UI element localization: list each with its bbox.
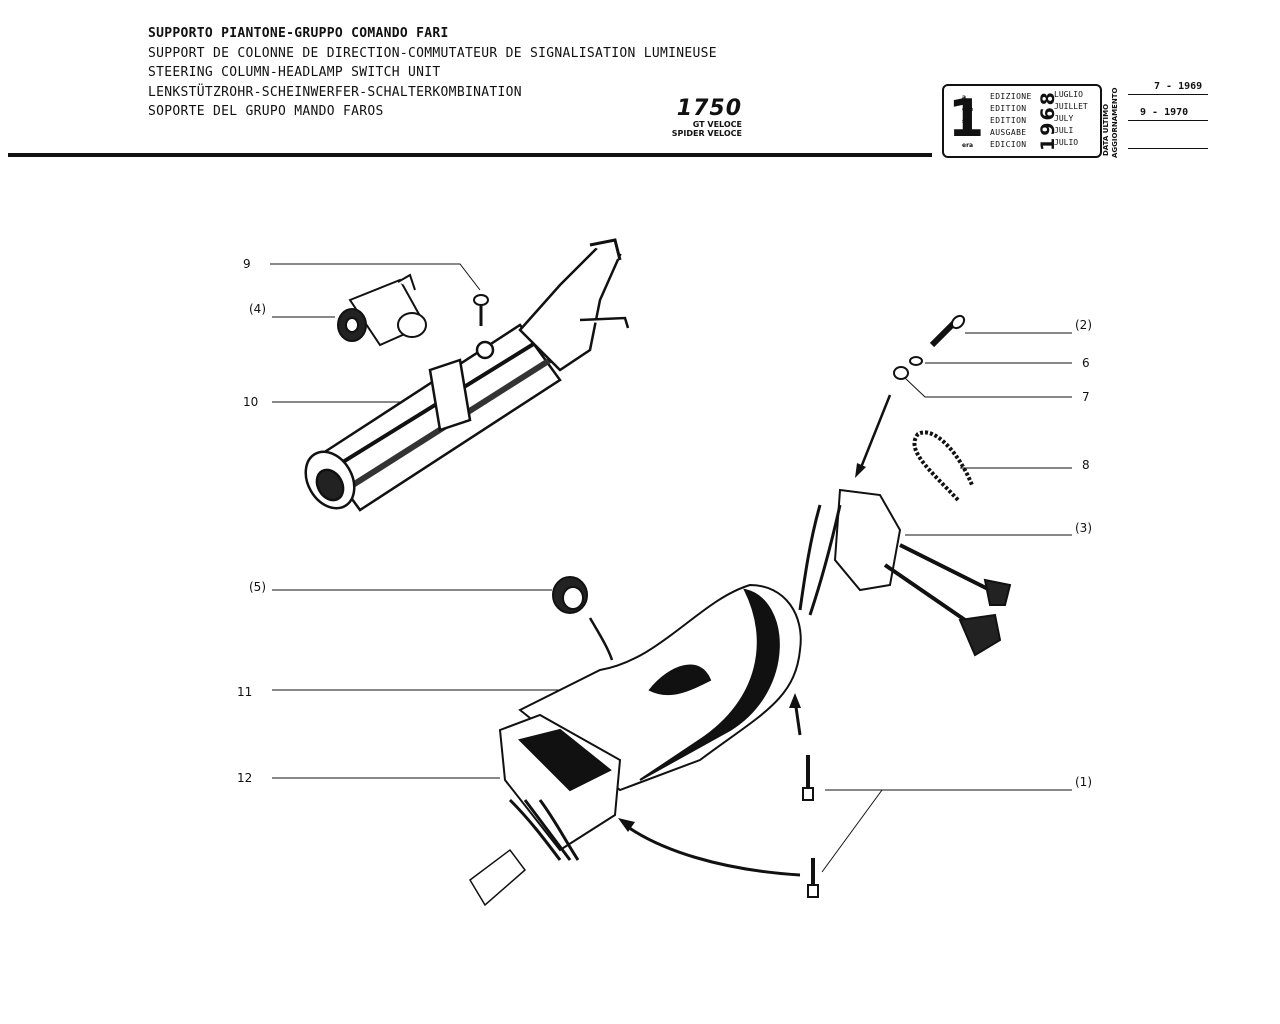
edition-superscript: a bbox=[962, 94, 967, 101]
edition-superscript: st bbox=[962, 118, 969, 125]
steering-column-support-part-10 bbox=[304, 238, 630, 512]
headlamp-switch-part-3 bbox=[798, 488, 1012, 657]
model-number: 1750 bbox=[676, 96, 742, 121]
callout-3: (3) bbox=[1075, 521, 1092, 535]
ignition-lock-part-4 bbox=[337, 273, 427, 347]
edition-label: EDIZIONE bbox=[990, 92, 1032, 101]
header-rule bbox=[8, 153, 932, 157]
update-date-2: 9 - 1970 bbox=[1140, 107, 1189, 118]
edition-superscript: . bbox=[962, 130, 965, 137]
bolt-part-2 bbox=[929, 314, 966, 348]
title-french: SUPPORT DE COLONNE DE DIRECTION-COMMUTAT… bbox=[148, 45, 717, 61]
callout-6: 6 bbox=[1082, 356, 1090, 370]
upper-cover-part-11 bbox=[518, 583, 802, 792]
callout-11: 11 bbox=[237, 685, 253, 699]
edition-superscript: era bbox=[962, 142, 974, 149]
washer-part-6 bbox=[909, 356, 923, 366]
callout-8: 8 bbox=[1082, 458, 1090, 472]
model-badge: 1750 GT VELOCE SPIDER VELOCE bbox=[660, 96, 742, 139]
title-block: SUPPORTO PIANTONE-GRUPPO COMANDO FARI SU… bbox=[148, 24, 717, 122]
edition-month: JULI bbox=[1054, 126, 1074, 135]
model-line-2: SPIDER VELOCE bbox=[671, 129, 742, 138]
title-spanish: SOPORTE DEL GRUPO MANDO FAROS bbox=[148, 104, 384, 119]
update-line bbox=[1128, 94, 1208, 95]
arrow-head bbox=[855, 463, 866, 478]
lower-cover-part-12 bbox=[498, 713, 622, 861]
bolt-part-9 bbox=[473, 294, 489, 326]
callout-12: 12 bbox=[237, 771, 253, 785]
callout-10: 10 bbox=[243, 395, 259, 409]
assembly-arrow bbox=[588, 617, 614, 661]
title-german: LENKSTÜTZROHR-SCHEINWERFER-SCHALTERKOMBI… bbox=[148, 84, 522, 100]
arrow-head bbox=[618, 818, 635, 832]
callout-9: 9 bbox=[243, 257, 251, 271]
edition-month: JULY bbox=[1054, 114, 1074, 123]
update-date-1: 7 - 1969 bbox=[1154, 81, 1203, 92]
callout-4: (4) bbox=[249, 302, 266, 316]
connector-sleeve bbox=[469, 848, 527, 907]
nut-part-7 bbox=[893, 366, 909, 380]
screw-part-1 bbox=[802, 755, 819, 898]
edition-label: EDITION bbox=[990, 104, 1027, 113]
model-line-1: GT VELOCE bbox=[692, 120, 742, 129]
assembly-arrow bbox=[858, 394, 892, 471]
callout-7: 7 bbox=[1082, 390, 1090, 404]
arrow-head bbox=[789, 693, 801, 708]
edition-label: EDICION bbox=[990, 140, 1027, 149]
assembly-arrow bbox=[624, 823, 801, 877]
edition-month: JUILLET bbox=[1054, 102, 1088, 111]
title-italian: SUPPORTO PIANTONE-GRUPPO COMANDO FARI bbox=[148, 26, 449, 41]
leader-line-7 bbox=[904, 377, 1072, 398]
edition-number: 1 bbox=[948, 89, 985, 149]
edition-label: AUSGABE bbox=[990, 128, 1027, 137]
grommet-part-5 bbox=[552, 576, 588, 614]
edition-box: 1 a ère st . era EDIZIONE EDITION EDITIO… bbox=[942, 84, 1102, 158]
callout-5: (5) bbox=[249, 580, 266, 594]
title-english: STEERING COLUMN-HEADLAMP SWITCH UNIT bbox=[148, 65, 441, 80]
edition-label: EDITION bbox=[990, 116, 1027, 125]
edition-month: LUGLIO bbox=[1054, 90, 1083, 99]
cable-part-8 bbox=[912, 430, 974, 502]
callout-1: (1) bbox=[1075, 775, 1092, 789]
leader-line-9 bbox=[270, 263, 481, 291]
update-line bbox=[1128, 120, 1208, 121]
edition-month: JULIO bbox=[1054, 138, 1079, 147]
edition-superscript: ère bbox=[962, 106, 974, 113]
update-line bbox=[1128, 148, 1208, 149]
callout-2: (2) bbox=[1075, 318, 1092, 332]
leader-line-1 bbox=[821, 789, 1072, 873]
